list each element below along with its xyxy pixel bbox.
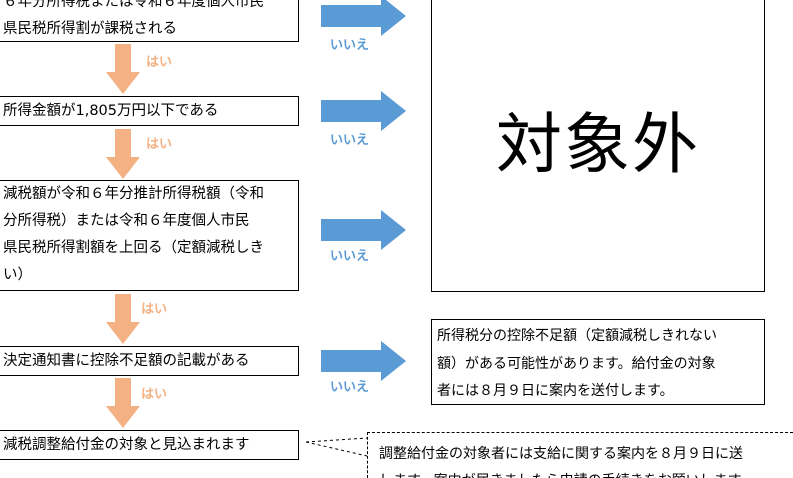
eligible-note-line-2: します。案内が届きましたら申請の手続きをお願いします bbox=[379, 468, 793, 478]
step-box-1: ６年分所得税または令和６年度個人市民 県民税所得割が課税される bbox=[0, 0, 299, 42]
step-3-line-4: い） bbox=[3, 267, 32, 283]
no-arrow-3 bbox=[321, 210, 406, 250]
dashed-connector bbox=[305, 437, 368, 457]
shortfall-note-line-1: 所得税分の控除不足額（定額減税しきれない bbox=[437, 328, 717, 344]
step-box-4: 決定通知書に控除不足額の記載がある bbox=[0, 346, 299, 376]
step-1-line-1: ６年分所得税または令和６年度個人市民 bbox=[3, 0, 264, 10]
shortfall-note-line-2: 額）がある可能性があります。給付金の対象 bbox=[437, 355, 716, 372]
step-2-line-1: 所得金額が1,805万円以下である bbox=[3, 103, 219, 119]
eligible-note-line-1: 調整給付金の対象者には支給に関する案内を８月９日に送 bbox=[379, 446, 743, 462]
no-arrow-2 bbox=[321, 91, 406, 131]
step-5-line-1: 減税調整給付金の対象と見込まれます bbox=[3, 437, 250, 453]
yes-label-2: はい bbox=[146, 137, 173, 152]
not-eligible-box: 対象外 bbox=[431, 0, 765, 292]
step-box-2: 所得金額が1,805万円以下である bbox=[0, 96, 299, 126]
no-label-4: いいえ bbox=[330, 380, 370, 395]
shortfall-note-box: 所得税分の控除不足額（定額減税しきれない 額）がある可能性があります。給付金の対… bbox=[431, 319, 765, 405]
shortfall-note-line-3: 者には８月９日に案内を送付します。 bbox=[437, 383, 674, 399]
eligible-note-box: 調整給付金の対象者には支給に関する案内を８月９日に送 します。案内が届きましたら… bbox=[367, 432, 793, 478]
yes-label-4: はい bbox=[141, 387, 168, 402]
yes-label-3: はい bbox=[141, 302, 168, 317]
yes-label-1: はい bbox=[146, 55, 173, 70]
no-label-3: いいえ bbox=[330, 249, 370, 264]
no-arrow-1 bbox=[321, 0, 406, 36]
no-arrow-4 bbox=[321, 341, 406, 381]
yes-arrow-3 bbox=[106, 294, 140, 344]
yes-arrow-4 bbox=[106, 378, 140, 428]
step-box-3: 減税額が令和６年分推計所得税額（令和 分所得税）または令和６年度個人市民 県民税… bbox=[0, 180, 299, 291]
yes-arrow-2 bbox=[106, 129, 140, 179]
step-box-5: 減税調整給付金の対象と見込まれます bbox=[0, 430, 299, 460]
step-3-line-3: 県民税所得割額を上回る（定額減税しき bbox=[3, 240, 264, 256]
no-label-2: いいえ bbox=[330, 133, 370, 148]
not-eligible-text: 対象外 bbox=[496, 106, 700, 183]
no-label-1: いいえ bbox=[330, 38, 370, 53]
step-1-line-2: 県民税所得割が課税される bbox=[3, 21, 177, 37]
step-3-line-2: 分所得税）または令和６年度個人市民 bbox=[3, 213, 250, 229]
step-4-line-1: 決定通知書に控除不足額の記載がある bbox=[3, 353, 250, 369]
yes-arrow-1 bbox=[106, 44, 140, 94]
step-3-line-1: 減税額が令和６年分推計所得税額（令和 bbox=[3, 186, 264, 202]
